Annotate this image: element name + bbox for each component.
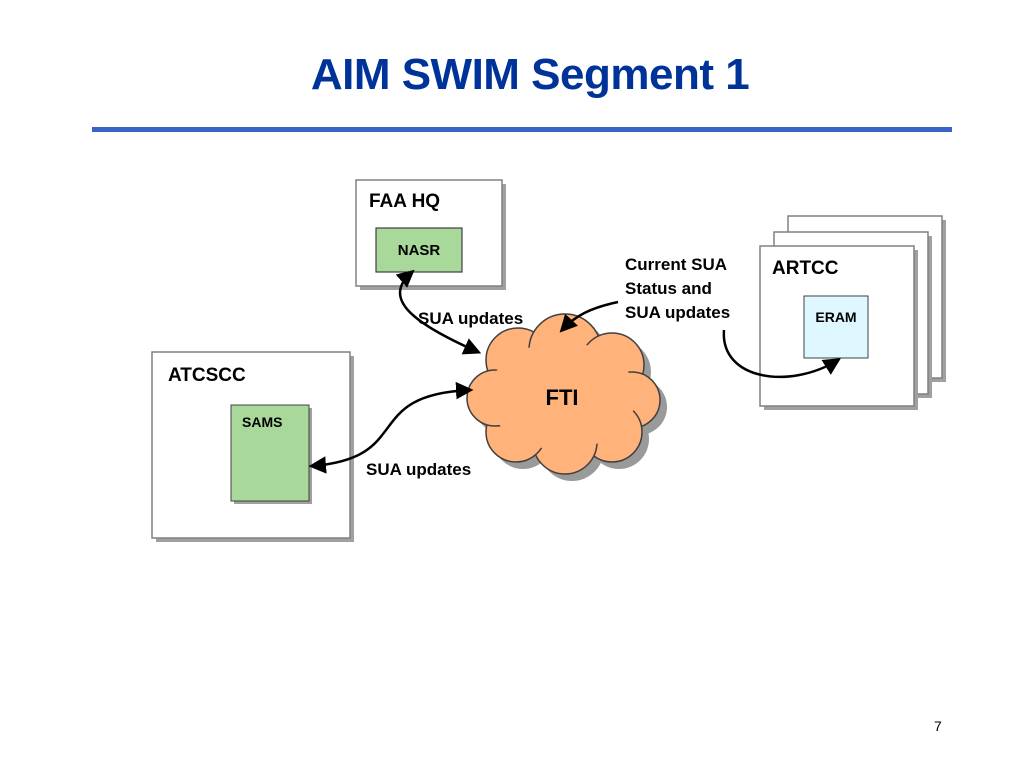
fti-cloud: FTI <box>466 313 667 481</box>
slide-title: AIM SWIM Segment 1 <box>310 50 750 99</box>
eram-label: ERAM <box>815 309 856 325</box>
eram-fti-arrow-to-fti <box>559 300 619 333</box>
fti-label: FTI <box>546 385 579 410</box>
page-number: 7 <box>934 718 942 734</box>
nasr-fti-label: SUA updates <box>418 309 523 328</box>
faa-hq-label: FAA HQ <box>369 191 440 212</box>
eram-fti-label-line-3: SUA updates <box>625 303 730 322</box>
atcscc-node: ATCSCC SAMS <box>151 351 354 542</box>
atcscc-label: ATCSCC <box>168 365 246 386</box>
artcc-node: ARTCC ERAM <box>759 215 946 410</box>
artcc-label: ARTCC <box>772 258 839 279</box>
sams-fti-label: SUA updates <box>366 460 471 479</box>
eram-node: ERAM <box>803 295 869 359</box>
eram-fti-label-line-2: Status and <box>625 279 712 298</box>
eram-fti-arrow-to-eram <box>722 329 841 379</box>
title-rule <box>92 127 952 132</box>
nasr-node: NASR <box>375 227 463 273</box>
sams-fti-arrow <box>308 381 474 474</box>
faa-hq-node: FAA HQ NASR <box>355 179 506 290</box>
nasr-label: NASR <box>398 242 441 259</box>
nasr-fti-arrow <box>395 269 482 355</box>
sams-node: SAMS <box>230 404 312 504</box>
sams-label: SAMS <box>242 414 282 430</box>
eram-fti-label-line-1: Current SUA <box>625 255 727 274</box>
